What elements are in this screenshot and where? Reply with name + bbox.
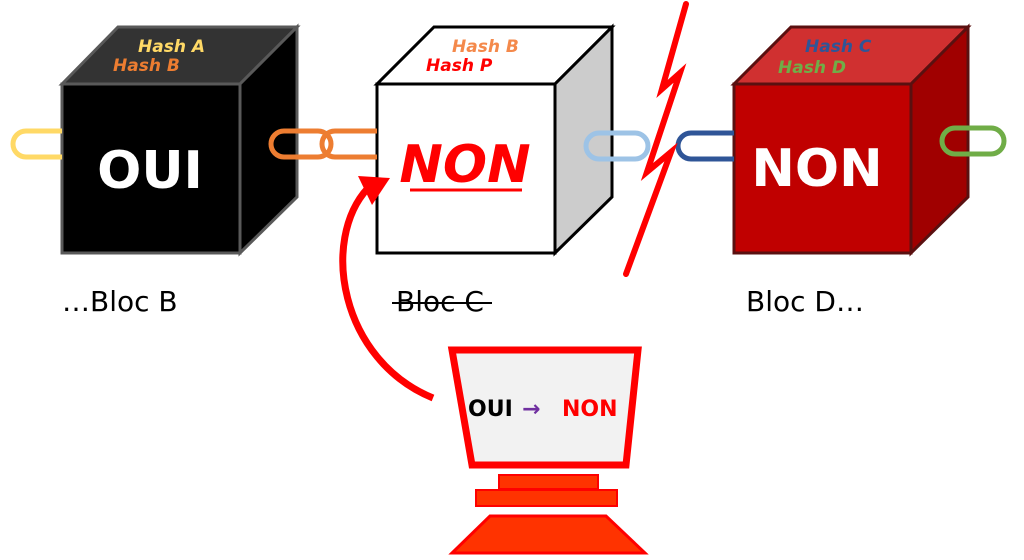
- keyboard: [448, 514, 649, 555]
- block-d-value: NON: [751, 139, 882, 199]
- block-c-value: NON: [399, 135, 530, 195]
- screen-text-from: OUI: [468, 397, 513, 422]
- monitor-stand: [498, 474, 599, 490]
- block-b-label: …Bloc B: [62, 285, 178, 318]
- block-c-hash-1: Hash B: [452, 37, 519, 57]
- link-in-b: [10, 128, 62, 160]
- attack-arrow: [339, 185, 435, 402]
- block-b-value: OUI: [97, 141, 203, 201]
- link-d-in: [675, 130, 734, 162]
- block-c-front: [375, 82, 557, 255]
- screen-arrow-icon: →: [522, 397, 540, 422]
- block-c: Hash B Hash P NON: [373, 23, 616, 257]
- screen-text-to: NON: [562, 397, 618, 422]
- block-b-front: [60, 82, 242, 255]
- link-c-out: [583, 130, 651, 162]
- block-d-front: [732, 82, 913, 255]
- block-b-hash-2: Hash B: [113, 56, 180, 76]
- block-d-label: Bloc D…: [746, 285, 864, 318]
- chain-links: [10, 125, 1007, 162]
- link-c-in: [319, 128, 377, 160]
- chain-break-bolt-icon: [623, 1, 689, 277]
- block-c-label: Bloc C: [396, 285, 484, 318]
- link-b-out: [268, 128, 334, 160]
- monitor-base: [475, 489, 618, 507]
- block-b: Hash A Hash B OUI: [58, 23, 301, 257]
- link-d-out: [939, 125, 1007, 157]
- monitor-screen: [447, 346, 642, 469]
- block-b-hash-1: Hash A: [138, 37, 205, 57]
- attack-arrowhead-icon: [358, 176, 390, 205]
- attacker-computer-icon: OUI → NON: [447, 346, 649, 555]
- block-c-hash-2: Hash P: [426, 56, 493, 76]
- block-d: Hash C Hash D NON: [730, 23, 972, 257]
- block-d-hash-1: Hash C: [805, 37, 872, 57]
- block-d-hash-2: Hash D: [778, 58, 846, 78]
